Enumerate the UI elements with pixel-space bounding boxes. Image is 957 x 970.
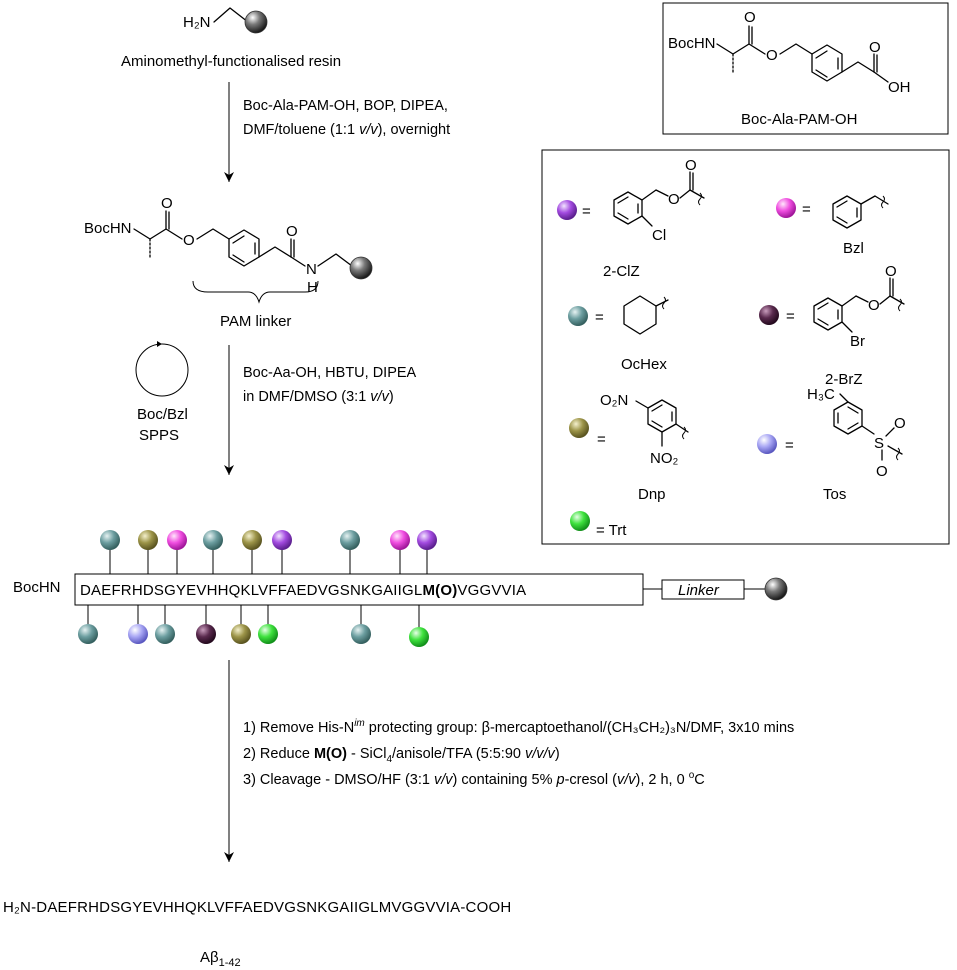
legend-dnp-ball-icon: [569, 418, 589, 438]
step1-conditions-line2: DMF/toluene (1:1 v/v), overnight: [243, 122, 450, 138]
spps-cycle-icon: [135, 341, 189, 397]
protected-peptide: BocHN DAEFRHDSGYEVHHQKLVFFAEDVGSNKGAIIGL…: [13, 530, 788, 647]
legend-brz-o2: O: [885, 263, 897, 280]
legend-clz-o1: O: [668, 191, 680, 208]
side-chain-balls-top: [100, 530, 437, 574]
legend-brz-eq: =: [786, 308, 795, 325]
intermediate-amide-h: H: [307, 279, 318, 296]
abeta-label: Aβ1-42: [200, 949, 241, 969]
legend-brz-br: Br: [850, 333, 865, 350]
legend-ochex-label: OcHex: [621, 356, 667, 373]
legend-trt-label: = Trt: [596, 522, 627, 539]
legend-bzl-wavy: [881, 195, 885, 209]
peptide-sequence: DAEFRHDSGYEVHHQKLVFFAEDVGSNKGAIIGLM(O)VG…: [80, 582, 526, 599]
final-step-3: 3) Cleavage - DMSO/HF (3:1 v/v) containi…: [243, 770, 705, 788]
intermediate-amide-n: N: [306, 261, 317, 278]
legend-clz-wavy: [698, 192, 702, 206]
resin-label: Aminomethyl-functionalised resin: [121, 53, 341, 70]
legend-trt-ball-icon: [570, 511, 590, 531]
legend-bzl-eq: =: [802, 201, 811, 218]
inset-acid-oh: OH: [888, 79, 911, 96]
final-product-sequence: H₂N-DAEFRHDSGYEVHHQKLVFFAEDVGSNKGAIIGLMV…: [3, 899, 511, 916]
legend-dnp-o2n: O₂N: [600, 392, 628, 409]
inset-carbonyl-o: O: [744, 9, 756, 26]
boc-ala-pam-oh-inset: BocHN O O O OH Boc-Ala-PAM-OH: [662, 2, 949, 135]
legend-ochex-wavy: [662, 296, 666, 310]
legend-clz-label: 2-ClZ: [603, 263, 640, 280]
spps-cycle-label-2: SPPS: [139, 427, 179, 444]
inset-acid-o: O: [869, 39, 881, 56]
legend-tos-wavy: [896, 447, 900, 461]
intermediate-carbonyl-o: O: [161, 195, 173, 212]
legend-tos-h3c: H₃C: [807, 386, 835, 403]
intermediate-amide-o: O: [286, 223, 298, 240]
inset-ester-o: O: [766, 47, 778, 64]
legend-tos-o1: O: [894, 415, 906, 432]
legend-dnp-eq: =: [597, 431, 606, 448]
final-step-2: 2) Reduce M(O) - SiCl4/anisole/TFA (5:5:…: [243, 746, 560, 765]
spps-cycle-label-1: Boc/Bzl: [137, 406, 188, 423]
legend-brz-ball-icon: [759, 305, 779, 325]
legend-brz-wavy: [898, 298, 902, 312]
pam-linker-brace: [192, 280, 319, 304]
aminomethyl-resin: H₂N Aminomethyl-functionalised resin: [121, 7, 341, 70]
side-chain-balls-bottom: [78, 605, 429, 647]
legend-dnp-label: Dnp: [638, 486, 666, 503]
final-step-1: 1) Remove His-Nim protecting group: β-me…: [243, 718, 794, 736]
intermediate-ester-o: O: [183, 232, 195, 249]
legend-ochex-ball-icon: [568, 306, 588, 326]
spps-conditions-line2: in DMF/DMSO (3:1 v/v): [243, 389, 394, 405]
legend-dnp-wavy: [682, 426, 686, 440]
legend-clz-eq: =: [582, 203, 591, 220]
inset-bochn: BocHN: [668, 35, 716, 52]
spps-conditions-line1: Boc-Aa-OH, HBTU, DIPEA: [243, 365, 417, 381]
legend-tos-o2: O: [876, 463, 888, 480]
peptide-bochn: BocHN: [13, 579, 61, 596]
legend-tos-label: Tos: [823, 486, 846, 503]
resin-amine-label: H₂N: [183, 14, 211, 31]
intermediate-bochn: BocHN: [84, 220, 132, 237]
step1-conditions-line1: Boc-Ala-PAM-OH, BOP, DIPEA,: [243, 98, 448, 114]
legend-brz-label: 2-BrZ: [825, 371, 863, 388]
intermediate-resin-bead-icon: [349, 256, 373, 280]
legend-tos-eq: =: [785, 437, 794, 454]
legend-bzl-ball-icon: [776, 198, 796, 218]
legend-brz-o1: O: [868, 297, 880, 314]
legend-clz-cl: Cl: [652, 227, 666, 244]
legend-clz-ball-icon: [557, 200, 577, 220]
legend-clz-o2: O: [685, 157, 697, 174]
linker-label: Linker: [678, 582, 720, 599]
pam-resin-intermediate: BocHN O O O N H PAM linker: [84, 195, 373, 330]
legend-tos-ball-icon: [757, 434, 777, 454]
legend-tos-s: S: [874, 435, 884, 452]
protecting-group-legend: = O O Cl 2-ClZ = Bzl = OcHex: [541, 149, 950, 545]
legend-ochex-eq: =: [595, 309, 604, 326]
resin-bead-icon: [244, 10, 268, 34]
peptide-resin-bead-icon: [764, 577, 788, 601]
inset-label: Boc-Ala-PAM-OH: [741, 111, 857, 128]
legend-dnp-no2: NO₂: [650, 450, 679, 467]
pam-linker-label: PAM linker: [220, 313, 291, 330]
legend-bzl-label: Bzl: [843, 240, 864, 257]
